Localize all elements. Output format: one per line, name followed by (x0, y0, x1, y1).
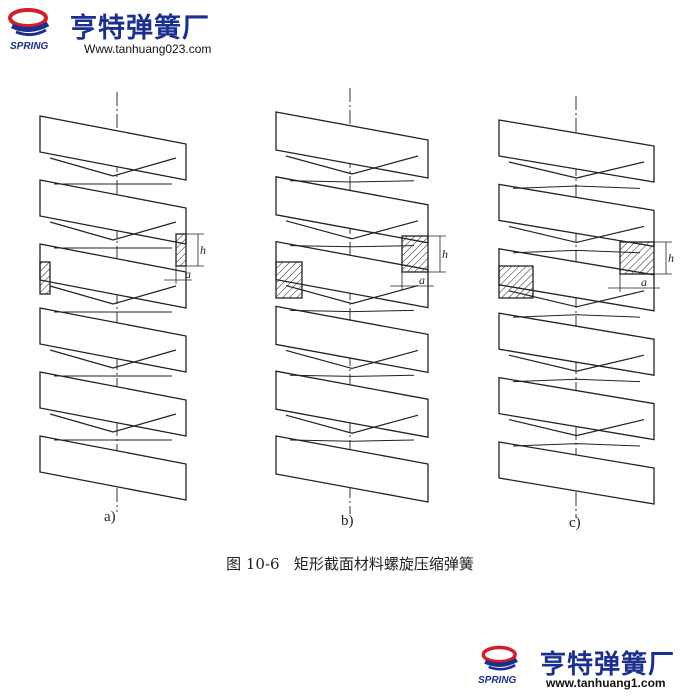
dim-label-h: h (442, 247, 448, 261)
coil-back-strand (49, 221, 177, 241)
coil-front-band (498, 376, 655, 441)
coil-front-band (275, 305, 429, 374)
dim-label-h: h (200, 243, 206, 257)
brand-name: 亨特弹簧厂 (70, 13, 210, 44)
coil-back-strand (508, 161, 645, 179)
coil-back-strand (285, 414, 419, 434)
coil-back-strand (285, 285, 419, 305)
coil-back-strand (508, 419, 645, 437)
brand-footer-bottom: SPRING 亨特弹簧厂 www.tanhuang1.com (476, 642, 696, 694)
dim-label-h: h (668, 251, 674, 265)
coil-front-band (39, 115, 187, 181)
coil-back-strand (49, 413, 177, 433)
panel-label-a: a) (104, 509, 116, 525)
coil-back-strand (285, 155, 419, 175)
coil-back-strand (285, 220, 419, 240)
coil-front-band (39, 179, 187, 245)
coil-back-strand (49, 349, 177, 369)
coil-back-strand (508, 354, 645, 372)
coil-front-band (39, 243, 187, 309)
coil-back-strand (508, 225, 645, 244)
spring-panel-c: ha (498, 96, 674, 518)
dim-label-a: a (641, 275, 647, 289)
coil-front-band (39, 371, 187, 437)
coil-front-band (498, 441, 655, 505)
brand-name: 亨特弹簧厂 (540, 650, 676, 680)
cross-section-right (175, 233, 187, 267)
coil-back-strand (512, 443, 641, 447)
coil-back-strand (49, 157, 177, 177)
coil-back-strand (49, 285, 177, 305)
coil-front-band (498, 119, 655, 183)
coil-front-band (498, 312, 655, 376)
cross-section-left (275, 261, 303, 299)
brand-url: Www.tanhuang023.com (84, 42, 212, 56)
coil-front-band (275, 435, 429, 503)
brand-url: www.tanhuang1.com (546, 676, 666, 690)
coil-back-strand (512, 185, 641, 189)
panel-label-b: b) (341, 513, 354, 529)
brand-header-top: SPRING 亨特弹簧厂 Www.tanhuang023.com (6, 6, 246, 58)
coil-back-strand (285, 349, 419, 370)
cross-section-left (39, 261, 51, 295)
dim-label-a: a (185, 267, 191, 281)
coil-back-strand (512, 249, 641, 254)
coil-front-band (275, 176, 429, 244)
coil-front-band (39, 307, 187, 373)
cross-section-right (619, 241, 655, 275)
spring-logo-icon (481, 645, 518, 671)
dim-label-a: a (419, 273, 425, 287)
spring-logo-icon (8, 8, 50, 37)
cross-section-right (401, 235, 429, 273)
coil-back-strand (512, 314, 641, 318)
brand-logo-word: SPRING (478, 675, 517, 686)
coil-front-band (275, 370, 429, 438)
spring-panel-b: ha (275, 88, 448, 514)
brand-logo-word: SPRING (10, 41, 49, 52)
coil-back-strand (289, 180, 415, 183)
panel-label-c: c) (569, 515, 581, 531)
coil-back-strand (289, 439, 415, 442)
coil-back-strand (289, 309, 415, 313)
figure-caption: 图 10-6 矩形截面材料螺旋压缩弹簧 (226, 555, 474, 573)
coil-back-strand (512, 378, 641, 383)
coil-back-strand (289, 374, 415, 377)
coil-back-strand (289, 245, 415, 248)
cross-section-left (498, 265, 534, 299)
coil-front-band (275, 111, 429, 179)
spring-panel-a: ha (39, 92, 206, 512)
coil-front-band (39, 435, 187, 501)
